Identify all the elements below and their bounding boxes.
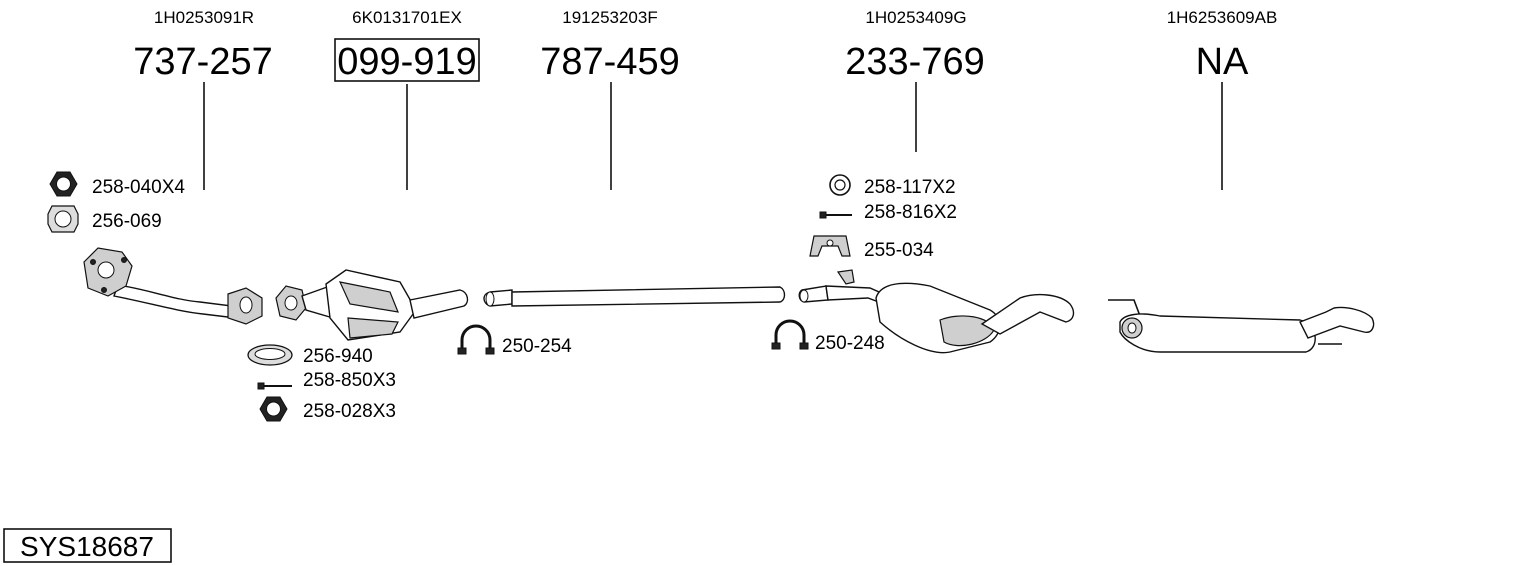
washer-icon bbox=[829, 174, 851, 196]
accessory-label-258-028x3: 258-028X3 bbox=[303, 401, 396, 422]
accessory-label-258-040x4: 258-040X4 bbox=[92, 177, 185, 198]
oem-number-2: 6K0131701EX bbox=[352, 8, 462, 27]
part-number-2: 099-919 bbox=[337, 41, 476, 83]
pipe-clamp-icon bbox=[771, 319, 809, 350]
oem-number-4: 1H0253409G bbox=[865, 8, 966, 27]
accessory-label-258-850x3: 258-850X3 bbox=[303, 370, 396, 391]
highlight-box bbox=[334, 38, 480, 82]
accessory-label-258-816x2: 258-816X2 bbox=[864, 202, 957, 223]
system-code: SYS18687 bbox=[20, 531, 154, 562]
oem-number-1: 1H0253091R bbox=[154, 8, 254, 27]
system-code-box bbox=[3, 528, 172, 563]
accessory-label-258-117x2: 258-117X2 bbox=[864, 177, 956, 198]
centre-silencer bbox=[798, 269, 1075, 354]
ring-gasket-icon bbox=[247, 344, 293, 366]
bolt-icon bbox=[819, 211, 852, 219]
oem-number-5: 1H6253609AB bbox=[1167, 8, 1278, 27]
oem-number-3: 191253203F bbox=[562, 8, 657, 27]
part-number-5: NA bbox=[1196, 41, 1249, 83]
hex-nut-icon bbox=[259, 396, 288, 422]
accessory-label-255-034: 255-034 bbox=[864, 240, 934, 261]
part-number-3: 787-459 bbox=[540, 41, 679, 83]
front-pipe bbox=[83, 247, 263, 325]
bolt-icon bbox=[257, 382, 292, 390]
part-number-4: 233-769 bbox=[845, 41, 984, 83]
part-number-1: 737-257 bbox=[133, 41, 272, 83]
catalytic-converter bbox=[275, 269, 469, 341]
hex-nut-icon bbox=[49, 171, 78, 197]
accessory-label-250-248: 250-248 bbox=[815, 333, 885, 354]
pipe-clamp-icon bbox=[457, 324, 495, 355]
accessory-label-256-069: 256-069 bbox=[92, 211, 162, 232]
accessory-label-250-254: 250-254 bbox=[502, 336, 572, 357]
rear-silencer bbox=[1108, 299, 1375, 353]
accessory-label-256-940: 256-940 bbox=[303, 346, 373, 367]
flange-gasket-icon bbox=[47, 205, 79, 233]
intermediate-pipe bbox=[483, 286, 786, 307]
rubber-hanger-icon bbox=[809, 235, 851, 257]
